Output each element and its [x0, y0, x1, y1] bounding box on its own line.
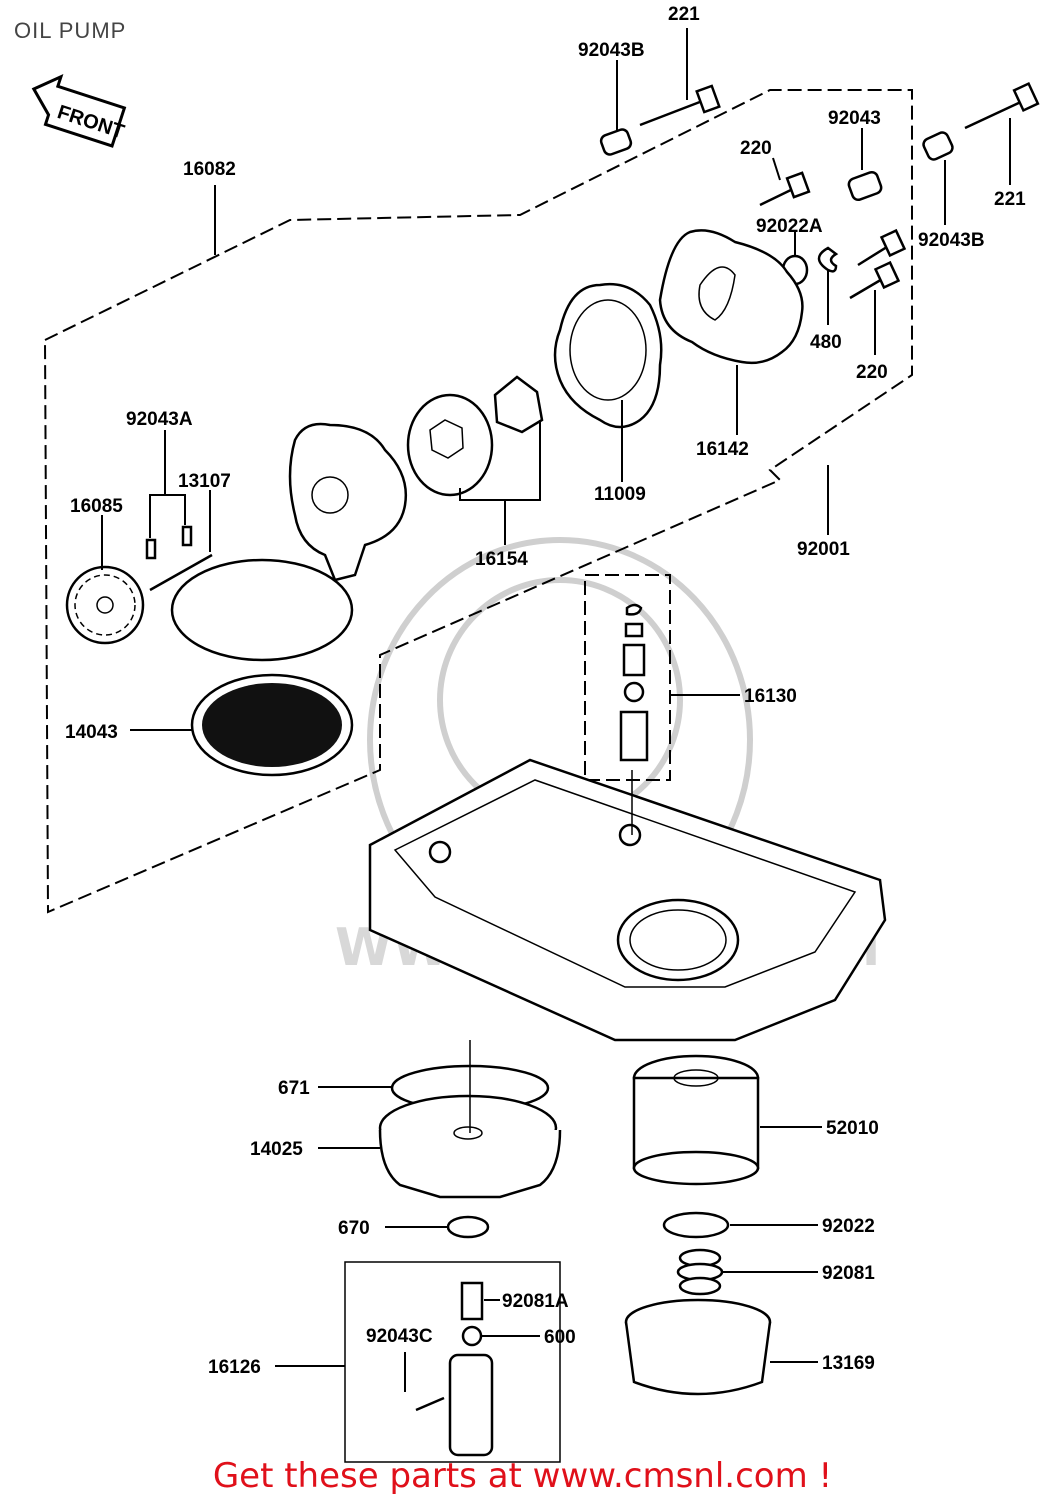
- relief-valve-16130: [619, 603, 649, 762]
- part-label-16130: 16130: [744, 686, 797, 707]
- spring-92081: [676, 1248, 724, 1296]
- oil-strainer-housing: [170, 558, 354, 662]
- part-label-14043: 14043: [65, 722, 118, 743]
- outer-rotor-16154: [406, 393, 494, 497]
- page-title: OIL PUMP: [14, 18, 127, 43]
- sprocket-16085: [65, 565, 145, 645]
- part-label-221-top: 221: [668, 4, 700, 25]
- relief-valve-group-outline: [584, 574, 671, 781]
- part-label-92081a: 92081A: [502, 1291, 569, 1312]
- oil-pan-filter-seat: [616, 898, 740, 982]
- footer-link-text[interactable]: Get these parts at www.cmsnl.com !: [212, 1456, 833, 1496]
- part-label-220-top: 220: [740, 138, 772, 159]
- part-label-11009: 11009: [594, 484, 646, 505]
- ball-600: [461, 1325, 483, 1347]
- part-label-92081: 92081: [822, 1263, 875, 1284]
- part-label-220-right: 220: [856, 362, 888, 383]
- part-label-13107: 13107: [178, 471, 231, 492]
- o-ring-670: [446, 1215, 490, 1239]
- pin-92043a-1: [145, 538, 157, 560]
- part-label-92043b-top: 92043B: [578, 40, 645, 61]
- circlip-480: [817, 246, 839, 273]
- filter-cover-14025: [378, 1094, 562, 1199]
- part-label-670: 670: [338, 1218, 370, 1239]
- pump-body: [288, 422, 408, 582]
- dowel-pin-92043: [847, 170, 883, 202]
- dowel-pin-92043b-right: [922, 131, 954, 161]
- pin-92043c: [415, 1396, 445, 1412]
- part-label-221-right: 221: [994, 189, 1026, 210]
- part-label-16126: 16126: [208, 1357, 261, 1378]
- front-direction-badge: FRONT: [31, 74, 127, 148]
- dowel-pin-92043b-top: [599, 128, 633, 156]
- oil-pump-assembly-outline: [44, 89, 913, 914]
- pump-cover-16142: [658, 229, 804, 365]
- part-label-480: 480: [810, 332, 842, 353]
- part-label-671: 671: [278, 1078, 310, 1099]
- shaft-13107: [149, 553, 213, 592]
- bolt-221-right: [964, 81, 1040, 130]
- oil-filter-52010: [632, 1054, 760, 1186]
- part-label-13169: 13169: [822, 1353, 875, 1374]
- inner-rotor-16154: [493, 375, 544, 434]
- part-label-52010: 52010: [826, 1118, 879, 1139]
- part-label-92043c: 92043C: [366, 1326, 433, 1347]
- part-label-92043: 92043: [828, 108, 881, 129]
- part-label-14025: 14025: [250, 1139, 303, 1160]
- washer-92022: [662, 1211, 730, 1239]
- part-label-16142: 16142: [696, 439, 749, 460]
- bypass-valve-body: [448, 1353, 494, 1457]
- bolt-220-top: [759, 171, 811, 207]
- oil-screen-14043: [190, 673, 354, 777]
- part-label-92043a: 92043A: [126, 409, 193, 430]
- spring-retainer-13169: [624, 1298, 772, 1396]
- bypass-valve-group-outline: [344, 1261, 561, 1463]
- gasket-11009: [553, 282, 663, 429]
- pin-92043a-2: [181, 525, 193, 547]
- part-label-16154: 16154: [475, 549, 528, 570]
- part-label-92022a: 92022A: [756, 216, 823, 237]
- bolt-220-right: [849, 228, 907, 300]
- part-label-600: 600: [544, 1327, 576, 1348]
- part-label-16085: 16085: [70, 496, 123, 517]
- part-label-92022: 92022: [822, 1216, 875, 1237]
- bolt-221-top: [639, 84, 721, 127]
- part-label-16082: 16082: [183, 159, 236, 180]
- part-label-92043b-right: 92043B: [918, 230, 985, 251]
- oil-pan: [368, 758, 887, 1042]
- part-label-92001: 92001: [797, 539, 850, 560]
- spring-92081a: [460, 1281, 484, 1321]
